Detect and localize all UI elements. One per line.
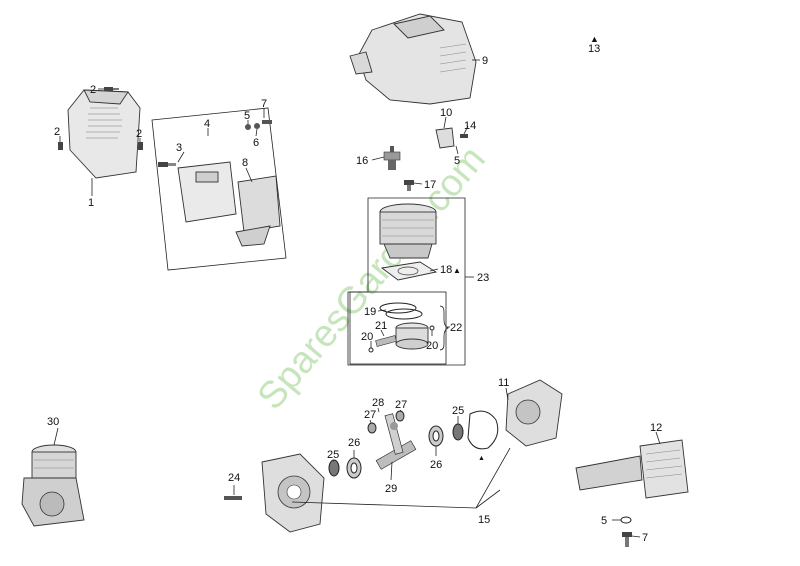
- bearing-icon: [395, 410, 405, 422]
- bolt-icon: [158, 162, 176, 167]
- bolt-icon: [262, 120, 272, 124]
- screw-icon: [104, 87, 119, 91]
- callout-3: 3: [176, 142, 182, 154]
- callout-1: 1: [88, 197, 94, 209]
- callout-8: 8: [242, 157, 248, 169]
- bolt-icon: [224, 496, 242, 500]
- muffler-cover-part: [67, 89, 141, 179]
- callout-21: 21: [375, 320, 387, 332]
- callout-13: 13: [588, 43, 600, 55]
- spark-plug-part: [383, 146, 401, 170]
- seal-icon: [328, 459, 340, 477]
- piston-ring-part: [379, 302, 423, 320]
- callout-6: 6: [253, 137, 259, 149]
- crankshaft-part: [375, 413, 417, 470]
- clip-icon: [429, 325, 435, 331]
- muffler-part: [177, 161, 281, 247]
- callout-9: 9: [482, 55, 488, 67]
- nut-icon: [245, 124, 251, 130]
- callout-28: 28: [372, 397, 384, 409]
- callout-24: 24: [228, 472, 240, 484]
- bracket-part: [435, 127, 455, 149]
- clip-icon: [368, 347, 374, 353]
- callout-5: 5: [454, 155, 460, 167]
- callout-15: 15: [478, 514, 490, 526]
- cylinder-part: [379, 203, 437, 259]
- warning-triangle-icon: ▲: [453, 266, 461, 275]
- muffler-group-box: [151, 107, 287, 271]
- bearing-icon: [367, 422, 377, 434]
- piston-part: [395, 322, 429, 350]
- callout-26: 26: [430, 459, 442, 471]
- callout-17: 17: [424, 179, 436, 191]
- callout-2: 2: [136, 128, 142, 140]
- callout-20: 20: [426, 340, 438, 352]
- callout-11: 11: [498, 377, 509, 389]
- callout-20: 20: [361, 331, 373, 343]
- screw-icon: [58, 142, 63, 150]
- gasket-part: [467, 410, 499, 450]
- watermark-text: SparesGarden.com: [250, 138, 494, 417]
- callout-14: 14: [464, 120, 476, 132]
- callout-2: 2: [90, 84, 96, 96]
- callout-7: 7: [642, 532, 648, 544]
- warning-triangle-icon: ▲: [590, 34, 599, 44]
- callout-23: 23: [477, 272, 489, 284]
- washer-icon: [620, 516, 632, 524]
- callout-25: 25: [452, 405, 464, 417]
- callout-2: 2: [54, 126, 60, 138]
- bearing-icon: [428, 425, 444, 447]
- callout-16: 16: [356, 155, 368, 167]
- piston-group-box: [349, 291, 447, 365]
- engine-cover-part: [349, 13, 477, 105]
- screw-icon: [460, 134, 468, 138]
- screw-icon: [404, 180, 414, 191]
- callout-5: 5: [244, 110, 250, 122]
- piston-pin-part: [375, 335, 397, 347]
- callout-25: 25: [327, 449, 339, 461]
- seal-icon: [452, 423, 464, 441]
- leader-lines: [53, 59, 661, 538]
- callout-19: 19: [364, 306, 376, 318]
- nut-icon: [254, 123, 260, 129]
- crankcase-half-part: [261, 453, 325, 533]
- callout-10: 10: [440, 107, 452, 119]
- callout-27: 27: [395, 399, 407, 411]
- callout-29: 29: [385, 483, 397, 495]
- screw-icon: [622, 532, 632, 547]
- screw-icon: [138, 142, 143, 150]
- gasket-part: [380, 261, 438, 281]
- callout-30: 30: [47, 416, 59, 428]
- callout-18: 18: [440, 264, 452, 276]
- complete-engine-part: [21, 444, 85, 527]
- group-bracket: [439, 305, 449, 351]
- bearing-icon: [346, 457, 362, 479]
- callout-5: 5: [601, 515, 607, 527]
- callout-4: 4: [204, 118, 210, 130]
- carrier-plate-part: [575, 439, 689, 499]
- callout-22: 22: [450, 322, 462, 334]
- callout-26: 26: [348, 437, 360, 449]
- callout-27: 27: [364, 409, 376, 421]
- warning-triangle-icon: ▲: [478, 455, 485, 462]
- crankcase-half-part: [505, 379, 563, 447]
- callout-7: 7: [261, 98, 267, 110]
- callout-12: 12: [650, 422, 662, 434]
